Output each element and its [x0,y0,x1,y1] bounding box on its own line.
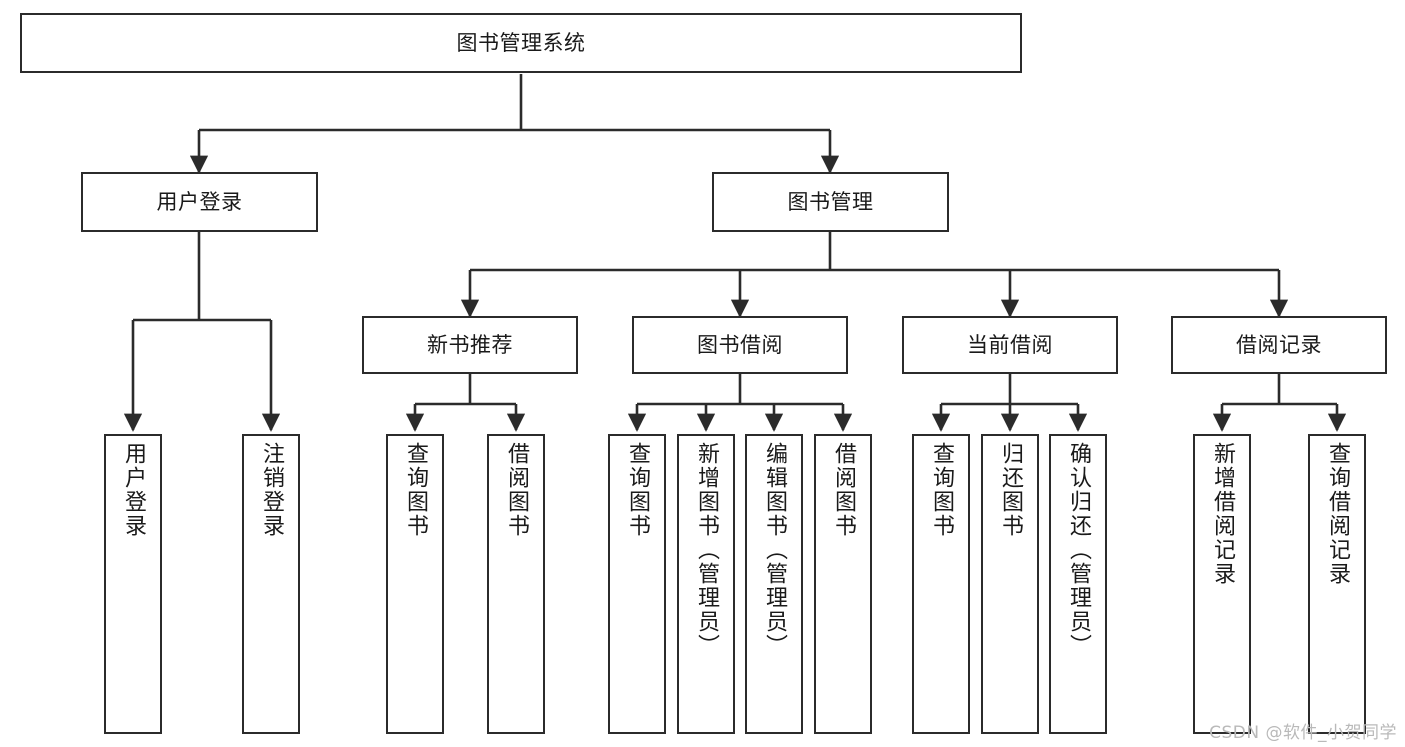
leaf-newbook-borrow-books-label: 借阅图书 [503,442,529,538]
leaf-current-query-books-label: 查询图书 [928,442,954,538]
node-book-borrow[interactable]: 图书借阅 [632,316,848,374]
leaf-newbook-borrow-books[interactable]: 借阅图书 [487,434,545,734]
leaf-add-book-admin-label: 新增图书（管理员） [693,442,719,658]
leaf-confirm-return-admin[interactable]: 确认归还（管理员） [1049,434,1107,734]
leaf-newbook-query-books-label: 查询图书 [402,442,428,538]
node-book-management[interactable]: 图书管理 [712,172,949,232]
node-user-login-label: 用户登录 [156,189,243,214]
leaf-add-borrow-record-label: 新增借阅记录 [1209,442,1235,586]
leaf-current-query-books[interactable]: 查询图书 [912,434,970,734]
leaf-borrow-query-books-label: 查询图书 [624,442,650,538]
leaf-user-login[interactable]: 用户登录 [104,434,162,734]
node-user-login[interactable]: 用户登录 [81,172,318,232]
node-book-management-label: 图书管理 [787,189,874,214]
leaf-return-books-label: 归还图书 [997,442,1023,538]
leaf-logout-label: 注销登录 [258,442,284,538]
leaf-add-borrow-record[interactable]: 新增借阅记录 [1193,434,1251,734]
leaf-query-borrow-record[interactable]: 查询借阅记录 [1308,434,1366,734]
leaf-add-book-admin[interactable]: 新增图书（管理员） [677,434,735,734]
leaf-edit-book-admin[interactable]: 编辑图书（管理员） [745,434,803,734]
node-borrow-records[interactable]: 借阅记录 [1171,316,1387,374]
leaf-borrow-query-books[interactable]: 查询图书 [608,434,666,734]
leaf-confirm-return-admin-label: 确认归还（管理员） [1065,442,1091,658]
node-current-borrow[interactable]: 当前借阅 [902,316,1118,374]
leaf-user-login-label: 用户登录 [120,442,146,538]
watermark: CSDN @软件_小贺同学 [1209,723,1397,743]
leaf-borrow-books-label: 借阅图书 [830,442,856,538]
leaf-edit-book-admin-label: 编辑图书（管理员） [761,442,787,658]
leaf-borrow-books[interactable]: 借阅图书 [814,434,872,734]
node-root-label: 图书管理系统 [456,30,586,55]
leaf-return-books[interactable]: 归还图书 [981,434,1039,734]
leaf-newbook-query-books[interactable]: 查询图书 [386,434,444,734]
node-borrow-records-label: 借阅记录 [1236,332,1322,357]
node-root[interactable]: 图书管理系统 [20,13,1022,73]
leaf-query-borrow-record-label: 查询借阅记录 [1324,442,1350,586]
leaf-logout[interactable]: 注销登录 [242,434,300,734]
node-current-borrow-label: 当前借阅 [967,332,1053,357]
node-new-book-recommend[interactable]: 新书推荐 [362,316,578,374]
node-book-borrow-label: 图书借阅 [697,332,783,357]
node-new-book-recommend-label: 新书推荐 [427,332,513,357]
